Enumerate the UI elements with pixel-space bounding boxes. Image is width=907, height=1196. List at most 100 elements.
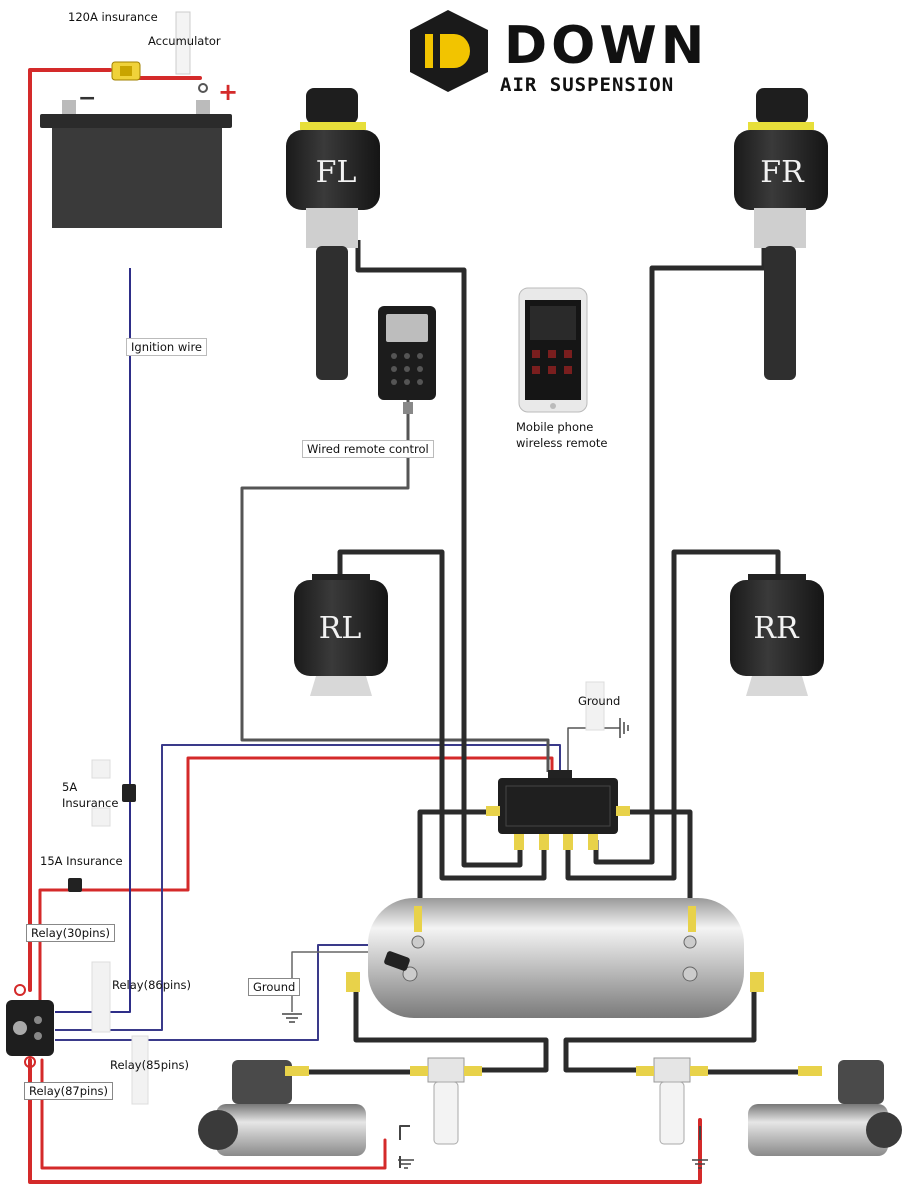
- water-filter-left: [410, 1057, 482, 1145]
- logo-accent-bar: [425, 34, 433, 68]
- tank-ground-wire: [291, 951, 380, 1012]
- tank-port-br: [682, 966, 698, 982]
- relay-85-holder: [131, 1035, 149, 1105]
- comp-left-head: [232, 1060, 292, 1104]
- fr-band: [748, 122, 814, 130]
- relay-87-wire: [28, 1058, 702, 1184]
- relay-86-holder: [91, 961, 111, 1033]
- ignition-wire-line: [55, 268, 131, 1013]
- water-filter-right: [636, 1057, 708, 1145]
- rl-bellow: [294, 580, 388, 676]
- controller-body: [498, 778, 618, 834]
- tank-side-fitting-right: [750, 972, 764, 992]
- left-compressor-ground: [399, 1125, 410, 1168]
- fr-crimp: [754, 208, 806, 248]
- fuse-5a-holder-bottom: [91, 807, 111, 827]
- fuse-15a: [68, 878, 82, 892]
- rl-plate: [312, 574, 370, 582]
- fl-band: [300, 122, 366, 130]
- air-tank: [346, 898, 764, 1018]
- compressor-left: [198, 1060, 366, 1156]
- relay-lug-30: [14, 984, 26, 996]
- tank-port-tl: [411, 935, 425, 949]
- fuse-120a-label: 120A insurance: [68, 10, 158, 24]
- fuse-120a-window: [120, 66, 132, 76]
- brand-logo: [410, 10, 488, 92]
- remote-keypad: [391, 353, 423, 385]
- comp-left-fan: [198, 1110, 238, 1150]
- airline-comp-left: [353, 980, 549, 1073]
- battery-body: [52, 128, 222, 228]
- tank-port-tr: [683, 935, 697, 949]
- battery-lid: [40, 114, 232, 128]
- controller-port-left: [486, 806, 500, 816]
- accumulator-body: [175, 11, 191, 75]
- accumulator-icon: [175, 11, 191, 75]
- fr-bellow: [734, 130, 828, 210]
- relay-86-label: Relay(86pins): [112, 978, 191, 992]
- filter-left-in: [410, 1066, 428, 1076]
- relay-30-label: Relay(30pins): [26, 924, 115, 942]
- fuse-5a-label-line1: 5A: [62, 780, 78, 794]
- airbag-front-left: FL: [286, 88, 380, 380]
- rr-piston: [746, 676, 808, 696]
- airline-rr: [565, 549, 781, 881]
- fuse-120a: [111, 61, 141, 81]
- filter-left-head: [427, 1057, 465, 1083]
- fuse-5a-label-line2: Insurance: [62, 796, 119, 810]
- fuse-5a-body: [122, 784, 136, 802]
- airline-tank-left: [417, 809, 498, 918]
- controller-power-wire: [38, 756, 554, 1022]
- battery: [40, 83, 232, 228]
- controller-port-2: [539, 834, 549, 850]
- battery-minus-symbol: −: [78, 86, 97, 111]
- controller-face: [505, 785, 611, 827]
- fl-shock: [316, 246, 348, 380]
- fl-crimp: [306, 208, 358, 248]
- fuse-5a-holder-top: [91, 759, 111, 779]
- mobile-phone: [518, 287, 588, 413]
- controller-ground-wire: [567, 727, 620, 772]
- phone-home-button: [550, 403, 556, 409]
- accumulator-label: Accumulator: [148, 34, 221, 48]
- airbag-rear-right: RR: [730, 574, 824, 696]
- controller-port-4: [588, 834, 598, 850]
- relay-terminal-30: [13, 1021, 27, 1035]
- ground-symbol-comp-left: [398, 1159, 414, 1169]
- air-lines: [305, 240, 800, 1075]
- controller-port-3: [563, 834, 573, 850]
- rr-bellow: [730, 580, 824, 676]
- battery-terminal-negative: [62, 100, 76, 114]
- comp-left-motor: [216, 1104, 366, 1156]
- fr-top-cap: [756, 88, 808, 124]
- ground-holder-top: [585, 681, 605, 731]
- relay-terminal-86: [34, 1016, 42, 1024]
- fl-label: FL: [316, 155, 357, 190]
- ground-symbol-left: [282, 1013, 302, 1023]
- controller-port-1: [514, 834, 524, 850]
- wired-remote-label: Wired remote control: [302, 440, 434, 458]
- fuse-5a: [122, 784, 136, 802]
- relay-86-wire: [55, 744, 561, 1031]
- filter-left-out: [464, 1066, 482, 1076]
- airline-fl: [355, 240, 523, 868]
- brand-name: DOWN: [504, 16, 709, 76]
- airline-comp-right: [563, 980, 757, 1073]
- airbag-rear-left: RL: [294, 574, 388, 696]
- ground-top-label: Ground: [578, 694, 621, 708]
- airline-rl: [337, 549, 547, 881]
- comp-right-head: [838, 1060, 884, 1104]
- fuse-15a-body: [68, 878, 82, 892]
- fr-label: FR: [760, 155, 805, 190]
- remote-connector: [403, 402, 413, 414]
- ground-symbol-top: [619, 718, 629, 738]
- comp-right-fan: [866, 1112, 902, 1148]
- battery-plus-symbol: +: [218, 78, 239, 106]
- battery-lug: [198, 83, 208, 93]
- tank-fitting-left: [414, 906, 422, 932]
- wired-remote-cable: [240, 400, 550, 772]
- relay-terminal-85: [34, 1032, 42, 1040]
- rl-label: RL: [319, 611, 362, 646]
- rl-piston: [310, 676, 372, 696]
